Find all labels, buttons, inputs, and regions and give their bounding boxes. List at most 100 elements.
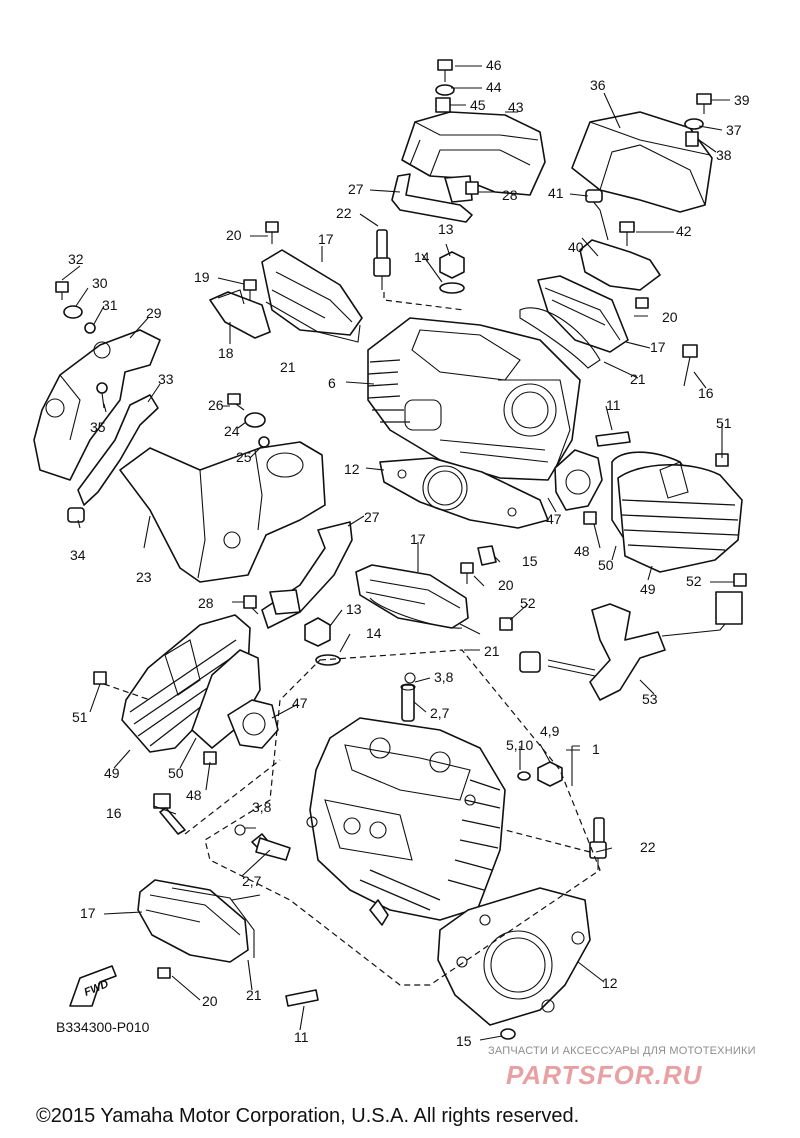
bolt-20-a — [265, 221, 279, 244]
watermark-tagline: ЗАПЧАСТИ И АКСЕССУАРЫ ДЛЯ МОТОТЕХНИКИ — [488, 1045, 756, 1057]
callout: 20 — [202, 993, 218, 1009]
callout: 37 — [726, 122, 742, 138]
dashed-line-bolt-51 — [103, 683, 151, 701]
callout: 39 — [734, 92, 750, 108]
bracket-27-lower — [261, 521, 353, 629]
callout: 21 — [246, 987, 262, 1003]
callout: 3,8 — [252, 799, 272, 815]
partsfor-watermark: ЗАПЧАСТИ И АКСЕССУАРЫ ДЛЯ МОТОТЕХНИКИ PA… — [488, 1045, 756, 1090]
dashed-line-plug-22 — [504, 829, 591, 853]
callout: 50 — [598, 557, 614, 573]
bracket-40 — [579, 199, 661, 291]
callout: 36 — [590, 77, 606, 93]
callout: 21 — [630, 371, 646, 387]
breather-plate-18 — [209, 289, 271, 339]
callout: 28 — [198, 595, 214, 611]
stay-33 — [77, 394, 159, 506]
callout: 48 — [186, 787, 202, 803]
valve-guide-upper — [400, 672, 416, 722]
callout: 4,9 — [540, 723, 560, 739]
callout: 16 — [698, 385, 714, 401]
callout: 22 — [640, 839, 656, 855]
tappet-cover-17-right — [519, 275, 629, 369]
callout: 30 — [92, 275, 108, 291]
bracket-53 — [547, 591, 743, 701]
tappet-cover-17-lower — [137, 879, 255, 963]
callout: 41 — [548, 185, 564, 201]
left-cover-29 — [33, 329, 161, 481]
callout: 51 — [72, 709, 88, 725]
washer-14-lower — [315, 654, 341, 666]
bolt-39 — [696, 93, 712, 114]
callout: 24 — [224, 423, 240, 439]
callout: 2,7 — [430, 705, 450, 721]
callout: 13 — [346, 601, 362, 617]
valve-guide-lower — [234, 824, 291, 861]
callout: 11 — [606, 397, 621, 413]
copyright-notice: ©2015 Yamaha Motor Corporation, U.S.A. A… — [36, 1105, 579, 1127]
nut-13-upper — [439, 251, 465, 279]
bolt-16-lower — [153, 793, 186, 835]
bolt-28-lower — [243, 595, 259, 615]
callout: 38 — [716, 147, 732, 163]
bolt-16-upper — [682, 344, 698, 387]
callout: 21 — [280, 359, 296, 375]
spark-plug-22-upper — [373, 229, 391, 290]
callout: 45 — [470, 97, 486, 113]
callout: 12 — [602, 975, 618, 991]
collar-38 — [685, 131, 699, 147]
callout: 16 — [106, 805, 122, 821]
callout: 44 — [486, 79, 502, 95]
callout: 2,7 — [242, 873, 262, 889]
watermark-brand-logo: PARTSFOR.RU — [506, 1060, 703, 1090]
callout: 19 — [194, 269, 210, 285]
gasket-12-upper — [379, 457, 549, 529]
callout: 27 — [348, 181, 364, 197]
callout: 18 — [218, 345, 234, 361]
grommet-41 — [585, 189, 603, 203]
callout: 20 — [226, 227, 242, 243]
callout: 13 — [438, 221, 454, 237]
gasket-50-lower — [191, 649, 261, 749]
spark-plug-22-lower — [589, 817, 607, 870]
plate-47-lower — [227, 699, 279, 749]
callout: 17 — [80, 905, 96, 921]
washer-30 — [63, 305, 83, 319]
bolt-42 — [619, 221, 635, 246]
bolt-20-b — [635, 297, 649, 309]
callout: 5,10 — [506, 737, 533, 753]
nut-13-lower — [304, 617, 331, 647]
dashed-line-bolt-16 — [184, 759, 281, 835]
callout: 34 — [70, 547, 86, 563]
callout: 17 — [410, 531, 426, 547]
bolt-20-c — [460, 562, 474, 584]
callout: 53 — [642, 691, 658, 707]
stud-11-upper — [595, 431, 631, 447]
callout: 20 — [498, 577, 514, 593]
callout: 21 — [484, 643, 500, 659]
callout: 49 — [640, 581, 656, 597]
grommet-24 — [244, 412, 266, 428]
head-cover-23 — [119, 441, 326, 583]
collar-25 — [258, 436, 270, 448]
callout: 15 — [456, 1033, 472, 1049]
callout: 32 — [68, 251, 84, 267]
bolt-28-upper — [465, 181, 479, 195]
grommet-34 — [67, 507, 85, 523]
bolt-32 — [55, 281, 69, 300]
cover-49-upper — [617, 461, 743, 573]
callout: 6 — [328, 375, 336, 391]
bolt-46 — [437, 59, 453, 82]
callout: 49 — [104, 765, 120, 781]
washer-5-10 — [517, 771, 531, 781]
spark-plug-guide-line — [383, 292, 465, 311]
bolt-52-upper — [733, 573, 747, 587]
callout: 42 — [676, 223, 692, 239]
callout: 17 — [318, 231, 334, 247]
callout: 40 — [568, 239, 584, 255]
callout: 31 — [102, 297, 118, 313]
callout: 27 — [364, 509, 380, 525]
front-cylinder-head — [306, 717, 506, 926]
callout: 48 — [574, 543, 590, 559]
callout: 46 — [486, 57, 502, 73]
